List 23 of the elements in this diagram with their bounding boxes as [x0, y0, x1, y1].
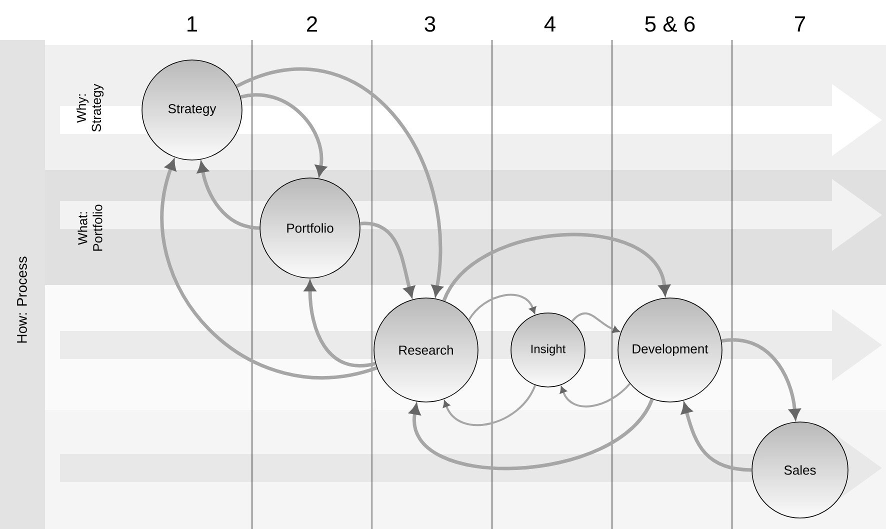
row-label: What: Portfolio — [78, 204, 102, 251]
curved-arrow — [442, 233, 670, 302]
curved-arrow — [681, 403, 752, 472]
column-number: 7 — [795, 16, 806, 32]
curved-arrow — [304, 280, 376, 368]
curved-arrow — [571, 312, 620, 333]
curved-arrow — [721, 338, 800, 420]
curved-arrow — [197, 162, 260, 230]
curved-arrow — [443, 384, 536, 426]
curved-arrow — [409, 398, 654, 470]
curved-arrow — [240, 93, 326, 176]
column-number: 4 — [544, 16, 556, 32]
row-label: Why: Strategy — [76, 84, 104, 132]
curved-arrow — [236, 67, 443, 296]
column-number: 3 — [424, 16, 436, 32]
side-label: How: Process — [17, 256, 27, 343]
curved-arrow — [468, 294, 536, 320]
curved-arrow — [360, 222, 415, 297]
curved-arrow — [160, 160, 378, 380]
column-number: 2 — [307, 16, 318, 32]
curved-arrow — [560, 382, 631, 408]
column-number: 1 — [188, 16, 198, 32]
column-number: 5 & 6 — [645, 16, 695, 32]
